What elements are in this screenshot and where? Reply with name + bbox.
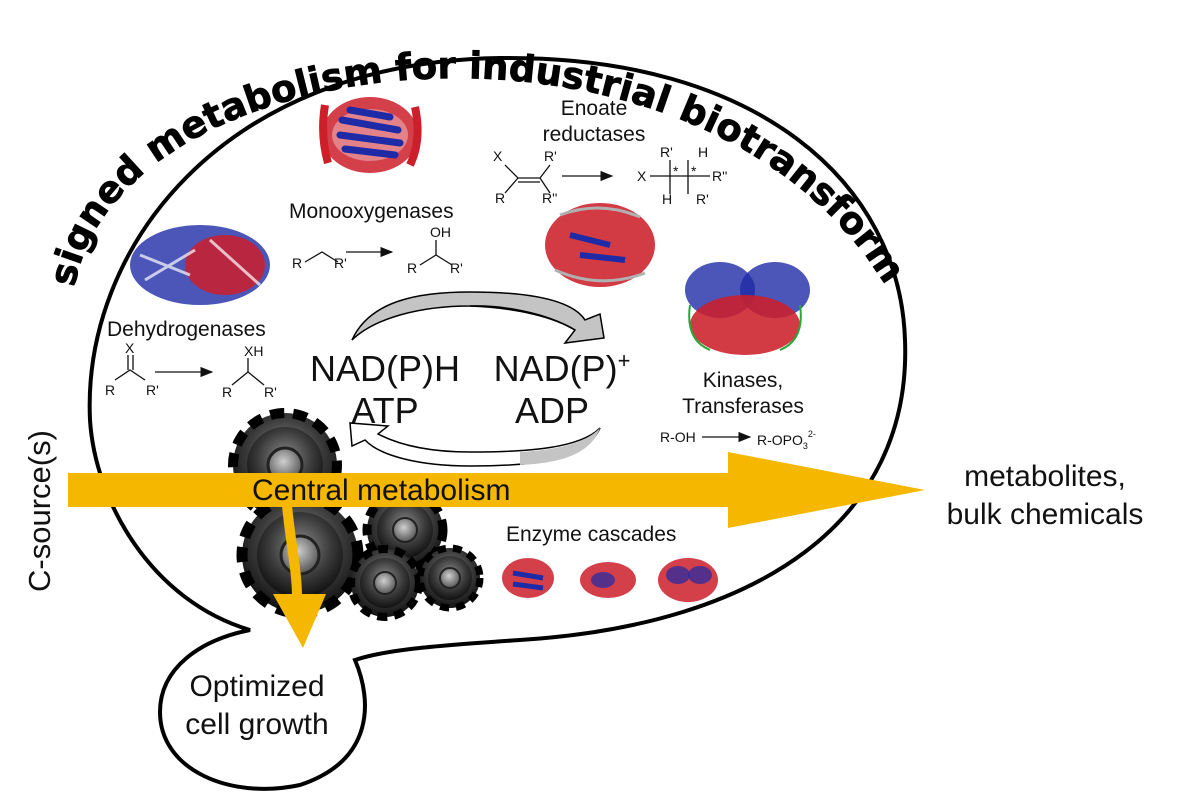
enoate-prod-star1: * bbox=[673, 163, 679, 179]
dehydro-sub-x: X bbox=[125, 340, 135, 356]
cofactor-adp: ADP bbox=[514, 390, 590, 431]
enoate-prod-r2: R' bbox=[696, 191, 709, 207]
enoate-sub-r1: R' bbox=[544, 148, 557, 164]
dehydrogenases-label: Dehydrogenases bbox=[107, 318, 266, 341]
enoate-prod-h1: H bbox=[698, 144, 709, 160]
kinase-prod-superscript: 2- bbox=[807, 429, 816, 439]
enoate-prod-h2: H bbox=[662, 191, 673, 207]
dehydrogenase-reaction bbox=[114, 355, 265, 386]
cofactor-nadp-text: NAD(P) bbox=[493, 348, 618, 389]
output-label-line2: bulk chemicals bbox=[946, 498, 1144, 531]
mono-sub-r: R bbox=[292, 255, 303, 271]
gears-icon bbox=[228, 408, 484, 621]
dehydro-prod-r2: R' bbox=[264, 384, 277, 400]
enoate-prod-r1: R' bbox=[660, 144, 673, 160]
mono-prod-oh: OH bbox=[430, 224, 451, 240]
enoate-prod-r3: R'' bbox=[712, 168, 728, 184]
cofactor-atp: ATP bbox=[351, 390, 419, 431]
cascade-protein-icon-2 bbox=[580, 562, 636, 598]
cycle-arrow-bottom-fill bbox=[520, 428, 600, 465]
central-metabolism-arrow bbox=[68, 452, 925, 528]
kinases-label-line2: Transferases bbox=[682, 395, 804, 418]
monooxygenase-protein-icon bbox=[319, 97, 422, 173]
dehydro-sub-r2: R' bbox=[146, 382, 159, 398]
central-metabolism-label: Central metabolism bbox=[252, 474, 511, 507]
kinase-prod: R-OPO3 2- bbox=[757, 429, 816, 451]
dehydro-prod-xh: XH bbox=[244, 343, 264, 359]
growth-label-line1: Optimized bbox=[189, 670, 325, 703]
enoate-label-line2: reductases bbox=[542, 123, 646, 146]
monooxygenase-reaction bbox=[304, 240, 453, 266]
enoate-sub-r3: R'' bbox=[542, 190, 558, 206]
enoate-reaction bbox=[504, 160, 710, 194]
cycle-arrow-top-open bbox=[469, 305, 576, 331]
growth-label-line2: cell growth bbox=[185, 708, 329, 741]
cascade-protein-icon-3 bbox=[658, 558, 718, 602]
enoate-label-line1: Enoate bbox=[560, 97, 628, 120]
kinase-prod-subscript: 3 bbox=[802, 441, 808, 451]
cofactor-nadph: NAD(P)H bbox=[310, 348, 460, 389]
enzyme-cascades-label: Enzyme cascades bbox=[506, 523, 677, 546]
cofactor-nadp: NAD(P)+ bbox=[482, 348, 642, 390]
kinase-protein-icon bbox=[685, 262, 810, 355]
kinase-prod-text: R-OPO bbox=[757, 432, 803, 448]
growth-arrowhead bbox=[273, 594, 326, 648]
enoate-reductase-protein-icon bbox=[545, 203, 655, 287]
enoate-sub-x: X bbox=[493, 148, 503, 164]
output-label: metabolites, bulk chemicals bbox=[925, 458, 1165, 534]
enoate-prod-x: X bbox=[637, 168, 647, 184]
enoate-sub-r: R bbox=[495, 190, 506, 206]
cascade-protein-icon-1 bbox=[502, 558, 554, 598]
mono-prod-r2: R' bbox=[450, 260, 463, 276]
mono-prod-r: R bbox=[407, 260, 418, 276]
cofactor-nadp-plus: + bbox=[617, 348, 631, 373]
cycle-arrow-top bbox=[351, 291, 605, 344]
kinases-label: Kinases, Transferases bbox=[668, 368, 818, 420]
output-label-line1: metabolites, bbox=[964, 460, 1126, 493]
dehydrogenase-protein-icon bbox=[130, 225, 270, 305]
enoate-label: Enoate reductases bbox=[534, 96, 654, 148]
monooxygenases-label: Monooxygenases bbox=[289, 200, 454, 223]
kinases-label-line1: Kinases, bbox=[702, 369, 784, 392]
dehydro-sub-r: R bbox=[105, 382, 116, 398]
growth-arrow bbox=[282, 504, 302, 598]
growth-label: Optimized cell growth bbox=[172, 668, 342, 744]
enoate-prod-star2: * bbox=[691, 163, 697, 179]
mono-sub-r2: R' bbox=[334, 255, 347, 271]
dehydro-prod-r: R bbox=[222, 384, 233, 400]
kinase-sub: R-OH bbox=[660, 429, 696, 445]
c-source-label: C-source(s) bbox=[22, 430, 57, 592]
